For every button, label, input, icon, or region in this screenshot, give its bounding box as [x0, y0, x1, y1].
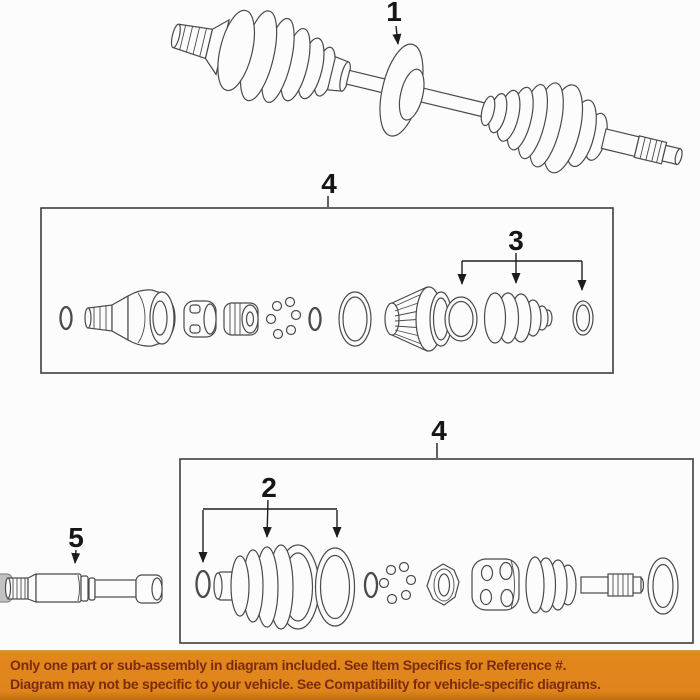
upper-kit-parts: [59, 286, 594, 352]
ball-bearing-set: [265, 296, 302, 340]
inner-race: [223, 302, 259, 336]
callout-4-lower-label: 4: [431, 415, 447, 446]
callout-3-bracket: [457, 253, 587, 291]
intermediate-shaft-drawing: [0, 573, 163, 604]
callout-4-upper-label: 4: [321, 168, 337, 199]
bearing-cone: [384, 286, 453, 352]
axle-assembly-drawing: [170, 9, 683, 174]
upper-kit-box: [40, 207, 614, 374]
inner-cv-boot: [483, 292, 553, 344]
callout-2-label: 2: [261, 472, 277, 503]
callout-5-arrow: [71, 549, 81, 564]
callout-5-label: 5: [68, 522, 84, 553]
banner-line2: Diagram may not be specific to your vehi…: [10, 675, 601, 692]
o-ring-lower: [363, 571, 379, 599]
callout-1-arrow: [392, 25, 402, 45]
damper-disc: [379, 43, 425, 137]
lower-kit-box: [179, 458, 694, 644]
callout-1-label: 1: [386, 0, 402, 27]
snap-ring-small: [59, 305, 73, 331]
ball-bearing-set-lower: [378, 561, 417, 605]
outer-joint-housing: [525, 556, 645, 614]
joint-cage: [183, 300, 217, 338]
banner-line1: Only one part or sub-assembly in diagram…: [10, 657, 567, 673]
callout-3-label: 3: [508, 225, 524, 256]
diagram-canvas: 1 4: [0, 0, 694, 644]
o-ring-small: [308, 306, 322, 332]
outer-cv-boot: [213, 544, 320, 630]
spider-nut: [426, 563, 460, 606]
callout-2-bracket: [198, 499, 342, 563]
large-o-ring: [647, 557, 679, 615]
disclaimer-banner: Only one part or sub-assembly in diagram…: [0, 650, 700, 700]
boot-band-ring: [338, 291, 372, 347]
outer-joint-cage: [471, 558, 520, 611]
boot-clamp-large: [444, 296, 478, 342]
inner-joint-housing: [84, 289, 176, 347]
outer-boot-clamp: [314, 547, 356, 627]
boot-clamp-small: [572, 300, 594, 336]
lower-kit-parts: [195, 544, 679, 630]
snap-ring-lower: [195, 569, 211, 599]
